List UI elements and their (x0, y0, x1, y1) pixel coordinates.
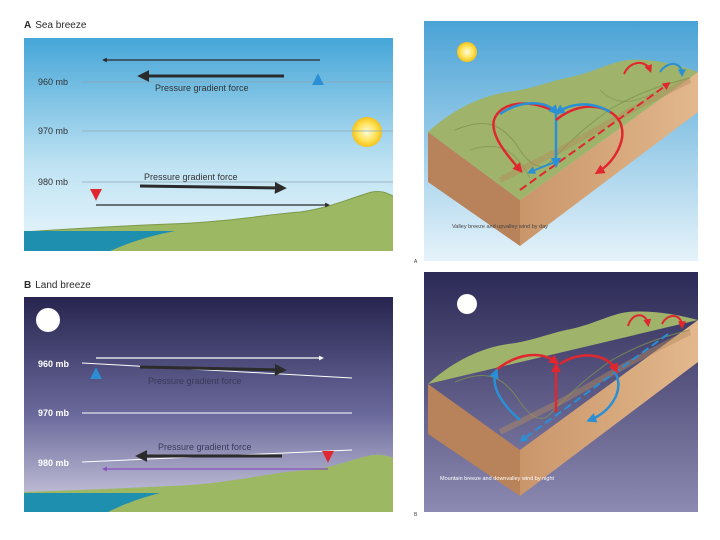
level-label-960: 960 mb (38, 77, 68, 87)
panel-letter: B (24, 280, 32, 291)
lower-pressure-gradient-label: Pressure gradient force (158, 442, 252, 452)
moon-icon (457, 294, 477, 314)
valley-day-panel (424, 21, 698, 261)
sea-breeze-labels: 960 mb 970 mb 980 mb Pressure gradient f… (38, 77, 249, 187)
panel-title-text: Sea breeze (35, 20, 87, 31)
valley-night-letter: B (414, 512, 418, 518)
valley-day-letter: A (414, 259, 418, 265)
sea-breeze-panel (23, 38, 394, 251)
land-breeze-labels: 960 mb 970 mb 980 mb Pressure gradient f… (38, 359, 252, 468)
level-label-970: 970 mb (38, 408, 70, 418)
level-label-970: 970 mb (38, 126, 68, 136)
moon-icon (36, 308, 60, 332)
upper-pressure-gradient-label: Pressure gradient force (148, 376, 242, 386)
panel-title-text: Land breeze (35, 280, 91, 291)
level-label-980: 980 mb (38, 458, 70, 468)
upper-pressure-gradient-label: Pressure gradient force (155, 83, 249, 93)
level-label-980: 980 mb (38, 177, 68, 187)
lower-pressure-gradient-label: Pressure gradient force (144, 172, 238, 182)
level-label-960: 960 mb (38, 359, 70, 369)
sun-icon (352, 117, 382, 147)
sun-icon (457, 42, 477, 62)
valley-day-caption: Valley breeze and upvalley wind by day (452, 224, 548, 230)
land-breeze-panel (24, 297, 393, 512)
panel-letter: A (24, 20, 32, 31)
valley-night-caption: Mountain breeze and downvalley wind by n… (440, 476, 555, 482)
valley-night-panel (424, 272, 698, 512)
valley-captions: Valley breeze and upvalley wind by day A… (414, 224, 555, 518)
